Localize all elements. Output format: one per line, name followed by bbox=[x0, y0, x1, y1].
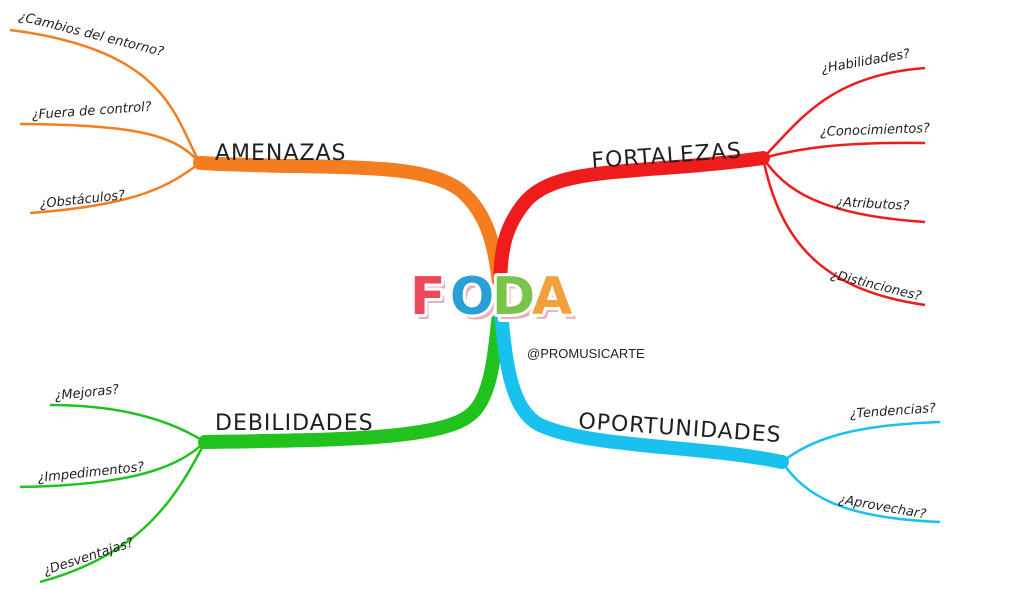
title-letter-o: O bbox=[450, 267, 494, 327]
title-letter-f-shadow: F bbox=[414, 272, 450, 332]
amenazas-item-2: ¿Fuera de control? bbox=[31, 100, 152, 123]
credit-handle: @PROMUSICARTE bbox=[527, 346, 645, 361]
amenazas-connector-1 bbox=[9, 28, 202, 164]
fortalezas-connector-2 bbox=[762, 141, 926, 160]
fortalezas-item-4: ¿Distinciones? bbox=[829, 267, 923, 304]
oportunidades-connector-1 bbox=[781, 420, 941, 463]
amenazas-connector-2 bbox=[19, 122, 201, 164]
fortalezas-item-2: ¿Conocimientos? bbox=[820, 121, 931, 140]
debilidades-item-1: ¿Mejoras? bbox=[54, 382, 120, 404]
branch-amenazas: AMENAZAS ¿Cambios del entorno? ¿Fuera de… bbox=[9, 9, 507, 297]
amenazas-connector-3 bbox=[29, 161, 201, 215]
title-letter-a: A bbox=[532, 267, 572, 327]
title-letter-a-shadow: A bbox=[536, 272, 576, 332]
debilidades-connector-1 bbox=[49, 403, 206, 444]
title-letter-f: F bbox=[410, 267, 446, 327]
oportunidades-trunk bbox=[493, 293, 789, 469]
branch-debilidades: DEBILIDADES ¿Mejoras? ¿Impedimentos? ¿De… bbox=[19, 293, 507, 584]
debilidades-label: DEBILIDADES bbox=[215, 411, 374, 436]
central-title: F O D A F O D A bbox=[407, 264, 579, 335]
amenazas-trunk bbox=[193, 156, 507, 297]
fortalezas-item-3: ¿Atributos? bbox=[836, 195, 910, 214]
debilidades-item-3: ¿Desventajas? bbox=[42, 535, 136, 578]
fortalezas-connector-3 bbox=[761, 157, 926, 224]
fortalezas-connector-4 bbox=[761, 157, 926, 307]
debilidades-trunk bbox=[198, 293, 507, 449]
debilidades-connector-3 bbox=[39, 441, 207, 584]
fortalezas-trunk bbox=[493, 151, 770, 297]
branch-oportunidades: OPORTUNIDADES ¿Tendencias? ¿Aprovechar? bbox=[493, 293, 941, 524]
title-letter-d-shadow: D bbox=[496, 272, 539, 332]
title-letter-o-shadow: O bbox=[454, 272, 498, 332]
debilidades-connector-2 bbox=[19, 441, 206, 489]
oportunidades-item-2: ¿Aprovechar? bbox=[837, 492, 927, 522]
amenazas-label: AMENAZAS bbox=[215, 141, 347, 166]
fortalezas-connector-1 bbox=[762, 66, 926, 159]
oportunidades-item-1: ¿Tendencias? bbox=[849, 401, 936, 422]
oportunidades-connector-2 bbox=[780, 461, 941, 524]
title-letter-d: D bbox=[492, 267, 535, 327]
